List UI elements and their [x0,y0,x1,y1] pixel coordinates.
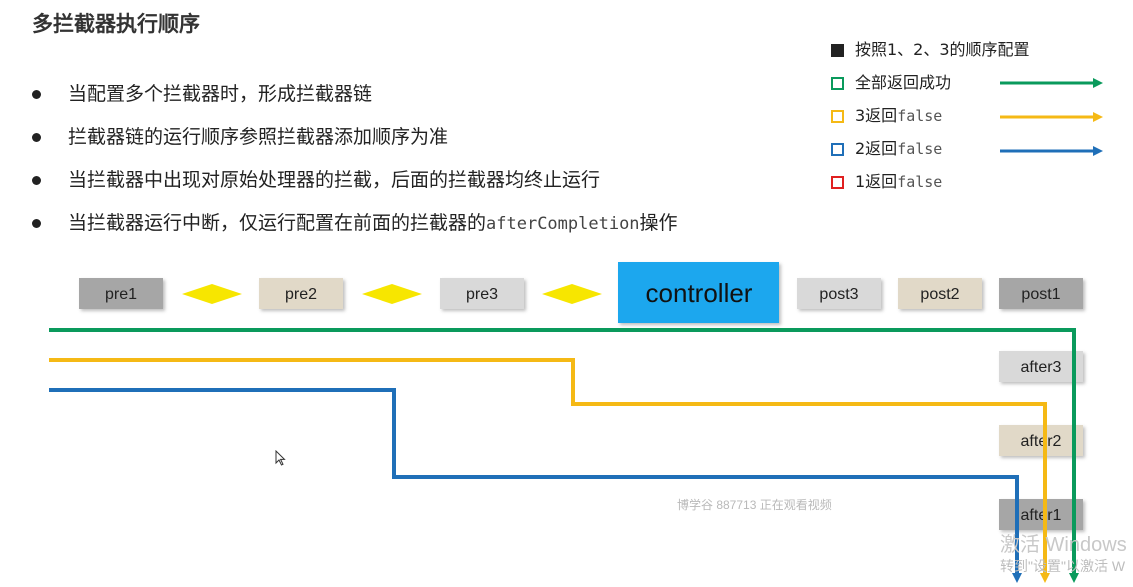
node-after1-label: after1 [1021,507,1062,524]
node-after1: after1 [999,499,1083,530]
flow-line-yellow [49,358,1050,583]
bullet-item: 当拦截器中出现对原始处理器的拦截，后面的拦截器均终止运行 [32,164,792,207]
bullet-item: 当配置多个拦截器时，形成拦截器链 [32,78,792,121]
square-outline-icon [831,143,844,156]
legend-item: 2返回false [831,135,1121,168]
legend: 按照1、2、3的顺序配置 全部返回成功 3返回false 2返回false 1返… [831,36,1121,201]
page-title: 多拦截器执行顺序 [32,12,200,36]
node-after3-label: after3 [1021,359,1062,376]
flow-line-green [49,328,1079,583]
legend-header: 按照1、2、3的顺序配置 [831,36,1121,69]
square-outline-icon [831,77,844,90]
bullet-item: 当拦截器运行中断，仅运行配置在前面的拦截器的afterCompletion操作 [32,207,792,250]
bullet-text: 当拦截器中出现对原始处理器的拦截，后面的拦截器均终止运行 [68,164,600,196]
legend-item-label: 2返回 [855,139,898,158]
viewer-watermark: 博学谷 887713 正在观看视频 [677,498,832,512]
node-post3: post3 [797,278,881,309]
square-filled-icon [831,44,844,57]
node-pre1-label: pre1 [105,286,137,303]
legend-item-text: 1返回false [855,168,942,196]
legend-item-label: 1返回 [855,172,898,191]
bullet-text: 当配置多个拦截器时，形成拦截器链 [68,78,372,110]
bullet-text-main: 当拦截器运行中断，仅运行配置在前面的拦截器的 [68,212,487,234]
flow-line-blue [49,388,1022,583]
node-pre2-label: pre2 [285,286,317,303]
bullet-text: 拦截器链的运行顺序参照拦截器添加顺序为准 [68,121,448,153]
mouse-cursor-icon [275,450,286,466]
windows-activation-hint: 转到"设置"以激活 W [1000,558,1126,574]
node-after3: after3 [999,351,1083,382]
node-pre3-label: pre3 [466,286,498,303]
legend-item-text: 3返回false [855,102,942,130]
diamond-connector [182,284,242,304]
square-outline-icon [831,176,844,189]
legend-item-text: 全部返回成功 [855,69,951,97]
bullet-item: 拦截器链的运行顺序参照拦截器添加顺序为准 [32,121,792,164]
legend-item: 3返回false [831,102,1121,135]
node-post1: post1 [999,278,1083,309]
node-pre2: pre2 [259,278,343,309]
node-post1-label: post1 [1021,286,1060,303]
diamond-connector [362,284,422,304]
bullet-text-main: 当配置多个拦截器时，形成拦截器链 [68,83,373,105]
node-pre3: pre3 [440,278,524,309]
square-outline-icon [831,110,844,123]
node-controller-label: controller [646,278,753,308]
node-controller: controller [618,262,779,323]
node-post2-label: post2 [920,286,959,303]
bullet-dot-icon [32,90,41,99]
bullet-text-main: 拦截器链的运行顺序参照拦截器添加顺序为准 [68,126,449,148]
legend-item: 全部返回成功 [831,69,1121,102]
node-post2: post2 [898,278,982,309]
legend-item-label: 3返回 [855,106,898,125]
node-after2: after2 [999,425,1083,456]
bullet-text-suffix: 操作 [639,212,678,234]
windows-activation-watermark: 激活 Windows [1000,534,1127,556]
bullet-text: 当拦截器运行中断，仅运行配置在前面的拦截器的afterCompletion操作 [68,207,678,240]
bullet-list: 当配置多个拦截器时，形成拦截器链 拦截器链的运行顺序参照拦截器添加顺序为准 当拦… [32,78,792,250]
legend-header-text: 按照1、2、3的顺序配置 [855,40,1030,59]
bullet-dot-icon [32,133,41,142]
bullet-text-code: afterCompletion [486,214,640,234]
bullet-dot-icon [32,176,41,185]
node-post3-label: post3 [819,286,858,303]
legend-item-code: false [897,173,943,191]
legend-item-label: 全部返回成功 [855,73,952,92]
diamond-connector [542,284,602,304]
legend-item: 1返回false [831,168,1121,201]
bullet-text-main: 当拦截器中出现对原始处理器的拦截，后面的拦截器均终止运行 [68,169,601,191]
node-pre1: pre1 [79,278,163,309]
node-after2-label: after2 [1021,433,1062,450]
legend-item-code: false [897,140,943,158]
bullet-dot-icon [32,219,41,228]
legend-item-code: false [897,107,943,125]
legend-item-text: 2返回false [855,135,942,163]
